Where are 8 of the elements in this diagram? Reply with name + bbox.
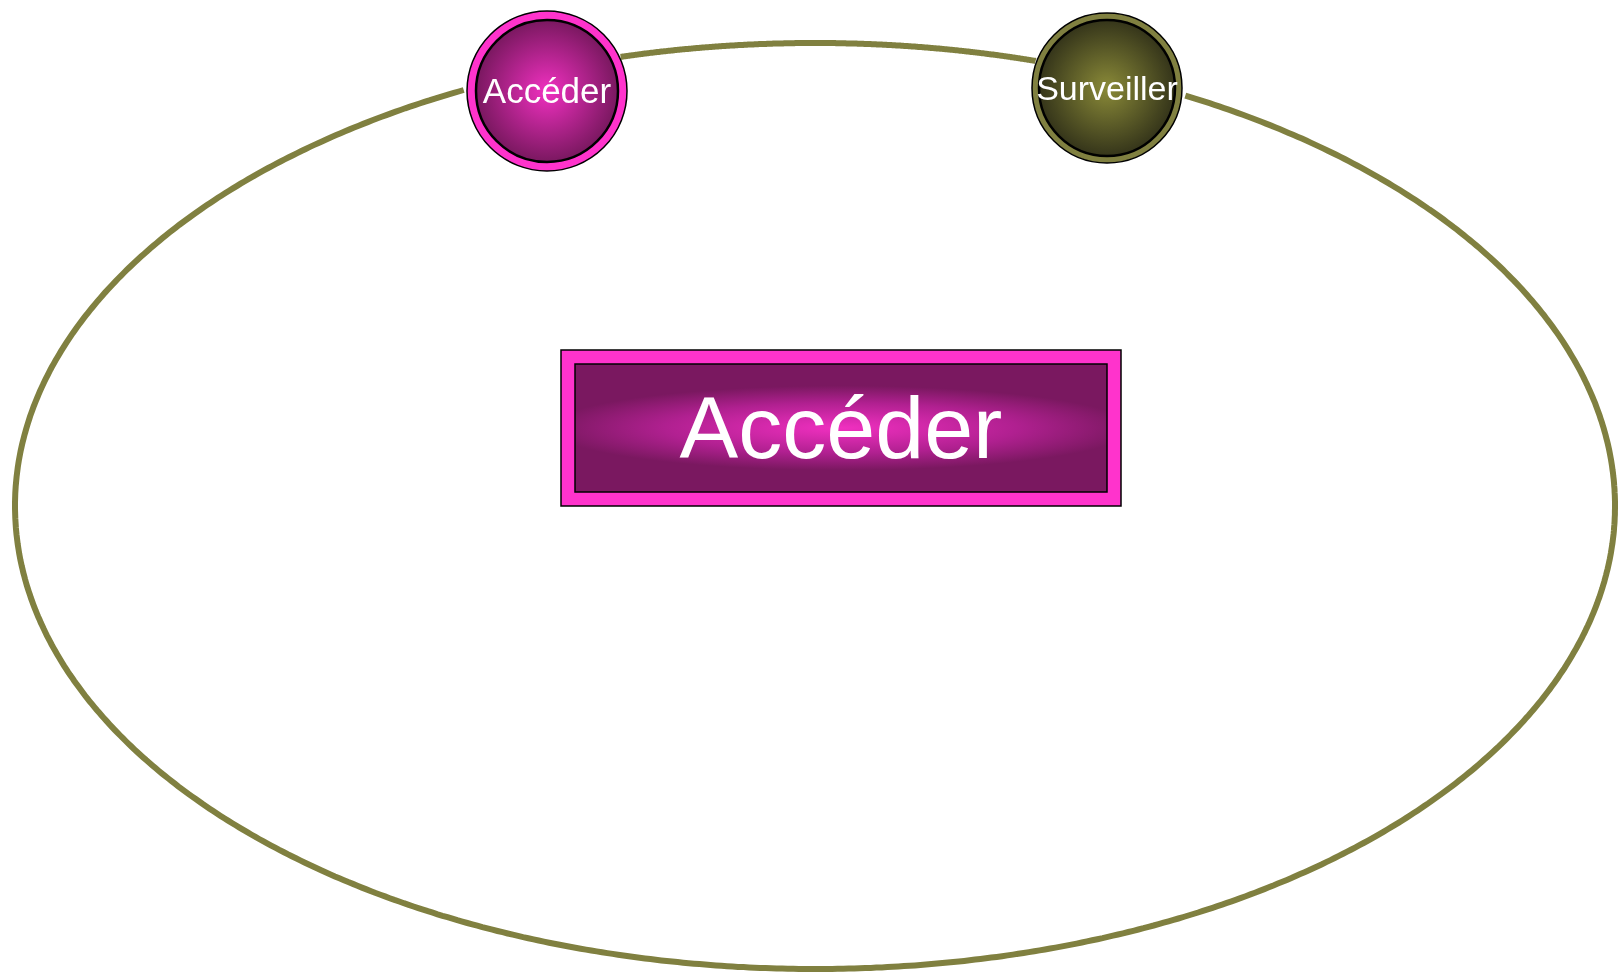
process-box (560, 349, 1122, 507)
process-circle (466, 10, 628, 172)
node-label: Surveiller (1036, 68, 1178, 108)
node-label: Accéder (679, 377, 1003, 479)
connector-arc (12, 87, 1618, 972)
node-label: Accéder (482, 71, 612, 111)
process-circle (1031, 12, 1183, 164)
connector-arc (618, 40, 1038, 64)
